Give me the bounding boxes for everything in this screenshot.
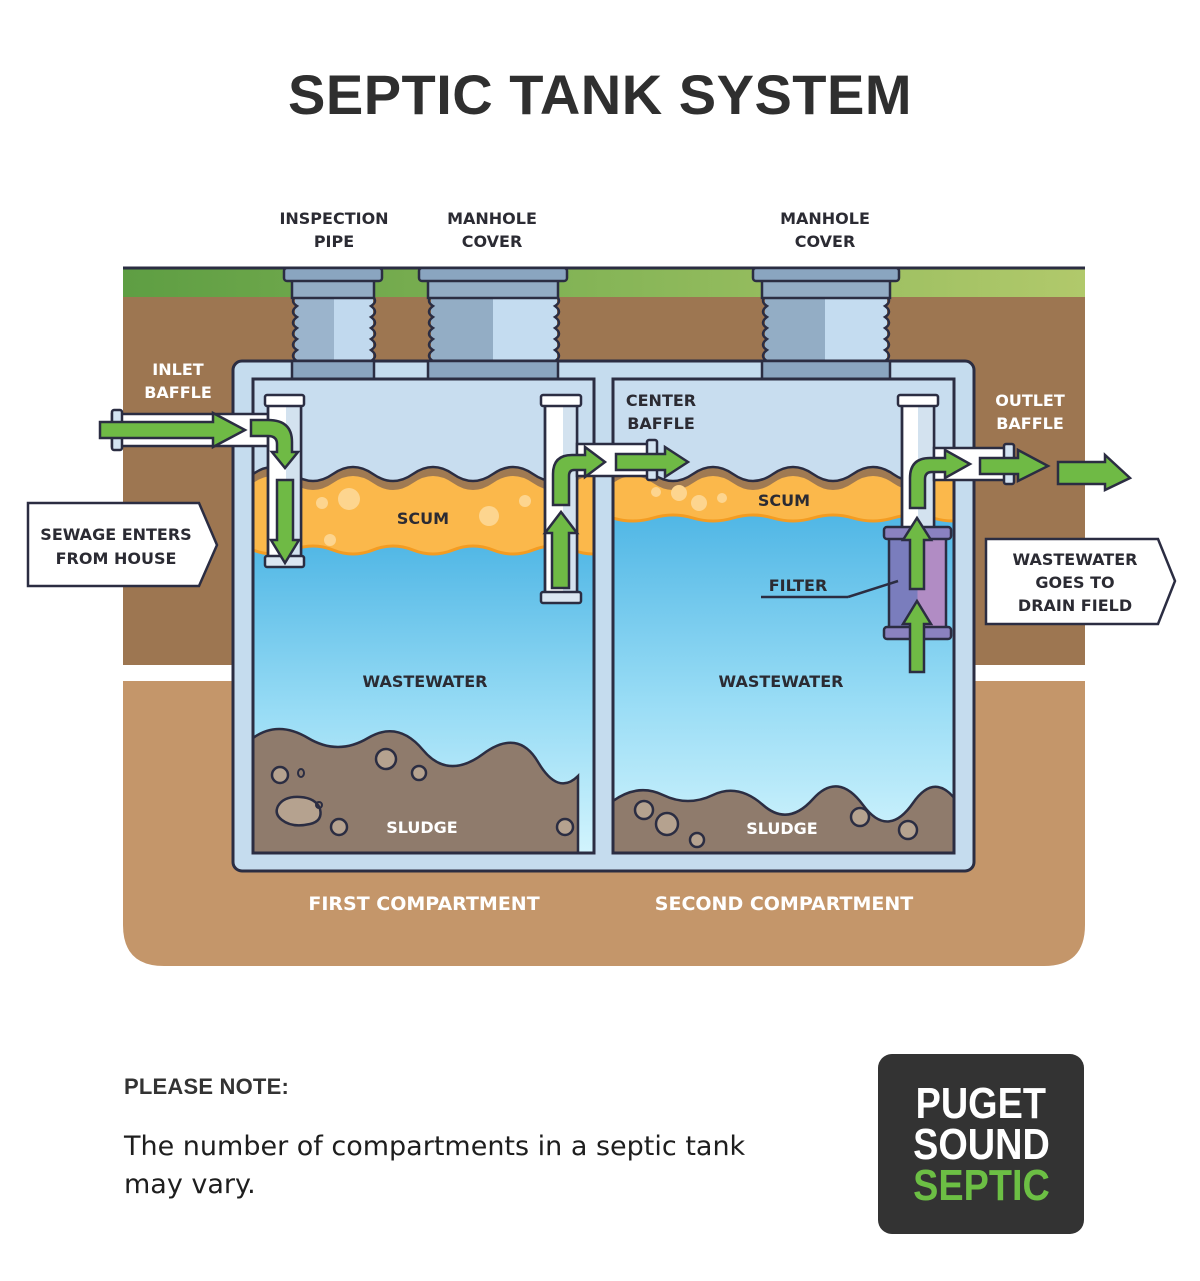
- center-baffle: [539, 393, 691, 605]
- logo-line-puget: PUGET: [915, 1078, 1047, 1128]
- sewage-enters-line1: SEWAGE ENTERS: [40, 525, 191, 544]
- outlet-baffle-label-line1: OUTLET: [995, 391, 1065, 410]
- wastewater-label-2: WASTEWATER: [719, 672, 844, 691]
- outlet-baffle-label-line2: BAFFLE: [996, 414, 1064, 433]
- first-compartment: [251, 377, 596, 855]
- manhole-cover-2-riser: [751, 266, 901, 382]
- arrow-inlet-bend: [249, 418, 301, 470]
- sludge-label-1: SLUDGE: [386, 818, 457, 837]
- note-body: The number of compartments in a septic t…: [124, 1131, 746, 1200]
- sewage-enters-line2: FROM HOUSE: [56, 549, 177, 568]
- manhole-cover-2-label-line1: MANHOLE: [780, 209, 870, 228]
- wastewater-exits-line3: DRAIN FIELD: [1018, 596, 1132, 615]
- arrow-center-out: [614, 444, 691, 480]
- logo-line-sound: SOUND: [912, 1119, 1050, 1169]
- wastewater-exits-callout: WASTEWATER GOES TO DRAIN FIELD: [984, 537, 1177, 626]
- riser-cap-1: [290, 359, 376, 382]
- puget-sound-septic-logo: PUGET SOUND SEPTIC: [878, 1054, 1084, 1234]
- manhole-cover-1-label-line2: COVER: [462, 232, 523, 251]
- second-compartment-label: SECOND COMPARTMENT: [655, 893, 913, 915]
- inspection-pipe-label-line2: PIPE: [314, 232, 354, 251]
- riser-cap-2: [426, 359, 560, 382]
- page-title: SEPTIC TANK SYSTEM: [287, 63, 912, 126]
- scum-label-2: SCUM: [758, 491, 810, 510]
- scum-label-1: SCUM: [397, 509, 449, 528]
- arrow-filter-top: [900, 515, 934, 591]
- sewage-enters-callout: SEWAGE ENTERS FROM HOUSE: [26, 501, 219, 588]
- first-compartment-label: FIRST COMPARTMENT: [308, 893, 539, 915]
- center-baffle-label-line1: CENTER: [626, 391, 696, 410]
- wastewater-exits-line1: WASTEWATER: [1013, 550, 1138, 569]
- arrow-outlet-2: [1056, 452, 1133, 492]
- arrow-filter-bottom: [900, 598, 934, 674]
- arrow-outlet-1: [978, 447, 1051, 484]
- riser-cap-3: [760, 359, 892, 382]
- logo-line-septic: SEPTIC: [912, 1160, 1050, 1210]
- inlet-baffle-label-line1: INLET: [152, 360, 203, 379]
- wastewater-label-1: WASTEWATER: [363, 672, 488, 691]
- outlet-baffle: [761, 393, 1133, 674]
- arrow-center-up: [542, 509, 580, 590]
- scum-crust-1: [253, 468, 594, 490]
- center-baffle-label-line2: BAFFLE: [627, 414, 695, 433]
- arrow-inlet-horizontal: [98, 410, 248, 450]
- wastewater-exits-line2: GOES TO: [1035, 573, 1114, 592]
- note-heading: PLEASE NOTE:: [124, 1074, 289, 1099]
- sludge-label-2: SLUDGE: [746, 819, 817, 838]
- arrow-outlet-bend: [908, 447, 973, 510]
- manhole-cover-1-label-line1: MANHOLE: [447, 209, 537, 228]
- filter-label: FILTER: [769, 576, 828, 595]
- manhole-cover-2-label-line2: COVER: [795, 232, 856, 251]
- grass-strip: [123, 268, 1085, 298]
- inlet-baffle: [98, 393, 306, 569]
- inlet-baffle-label-line2: BAFFLE: [144, 383, 212, 402]
- inspection-pipe-label-line1: INSPECTION: [279, 209, 388, 228]
- arrow-inlet-down: [268, 478, 302, 566]
- arrow-center-bend: [551, 444, 608, 507]
